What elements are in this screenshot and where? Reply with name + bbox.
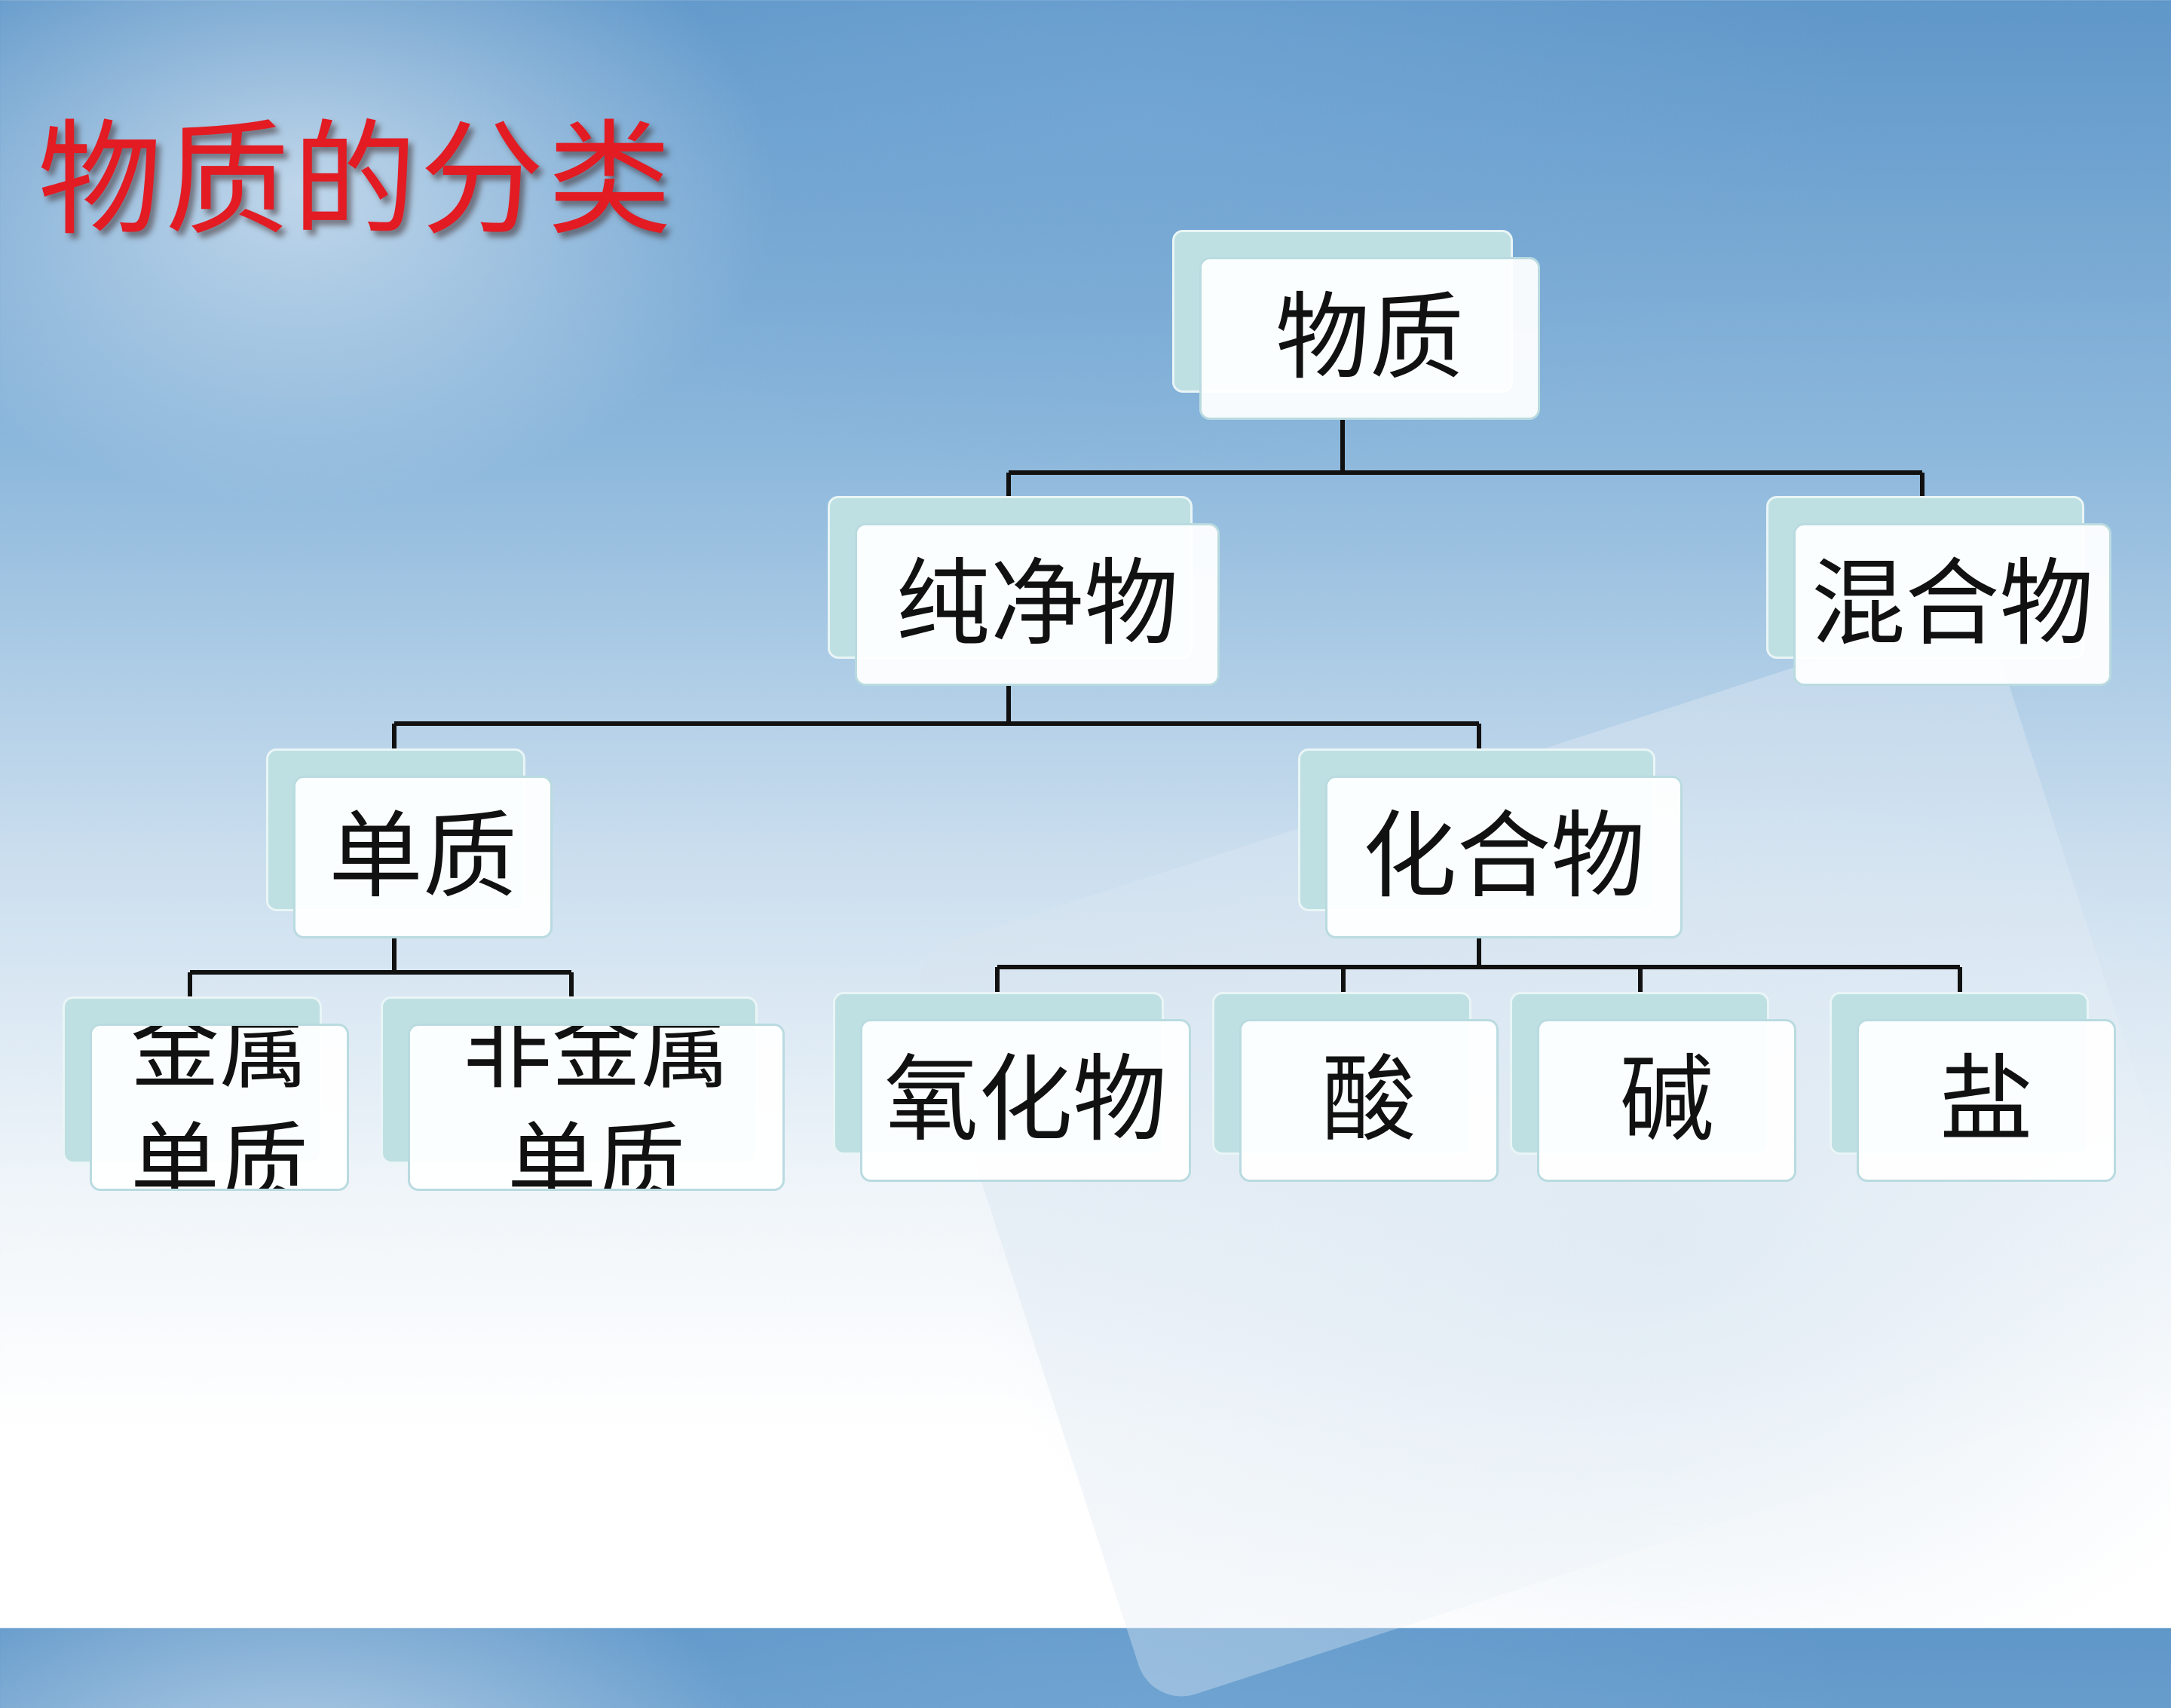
- node-salt: 盐: [1830, 992, 2116, 1182]
- node-base-label: 碱: [1619, 1045, 1714, 1155]
- node-base: 碱: [1510, 992, 1796, 1182]
- node-compound: 化合物: [1298, 748, 1683, 938]
- node-acid-label: 酸: [1321, 1045, 1416, 1155]
- node-mixture-label: 混合物: [1811, 549, 2094, 659]
- node-oxide-label: 氧化物: [884, 1045, 1167, 1155]
- node-metal-element-label: 金属 单质: [130, 1024, 308, 1191]
- node-element: 单质: [266, 748, 553, 938]
- node-acid: 酸: [1212, 992, 1499, 1182]
- connector-element-to-level3: [188, 938, 574, 996]
- node-root: 物质: [1172, 230, 1540, 420]
- node-element-label: 单质: [329, 801, 517, 911]
- node-oxide: 氧化物: [833, 992, 1191, 1182]
- connector-compound-to-level3: [995, 938, 1962, 993]
- connector-root-to-level1: [1006, 420, 1925, 497]
- connector-pure-to-level2: [392, 686, 1481, 750]
- node-mixture: 混合物: [1766, 496, 2111, 686]
- node-nonmetal-element-label: 非金属 单质: [462, 1024, 730, 1191]
- node-compound-label: 化合物: [1362, 801, 1646, 911]
- slide-title: 物质的分类: [38, 108, 675, 253]
- node-root-label: 物质: [1275, 283, 1464, 393]
- tree-connectors: [188, 420, 1962, 996]
- node-pure-substance-label: 纯净物: [896, 549, 1179, 659]
- node-pure-substance: 纯净物: [828, 496, 1220, 686]
- node-metal-element: 金属 单质: [63, 996, 349, 1191]
- node-salt-label: 盐: [1939, 1045, 2034, 1155]
- node-nonmetal-element: 非金属 单质: [381, 996, 785, 1191]
